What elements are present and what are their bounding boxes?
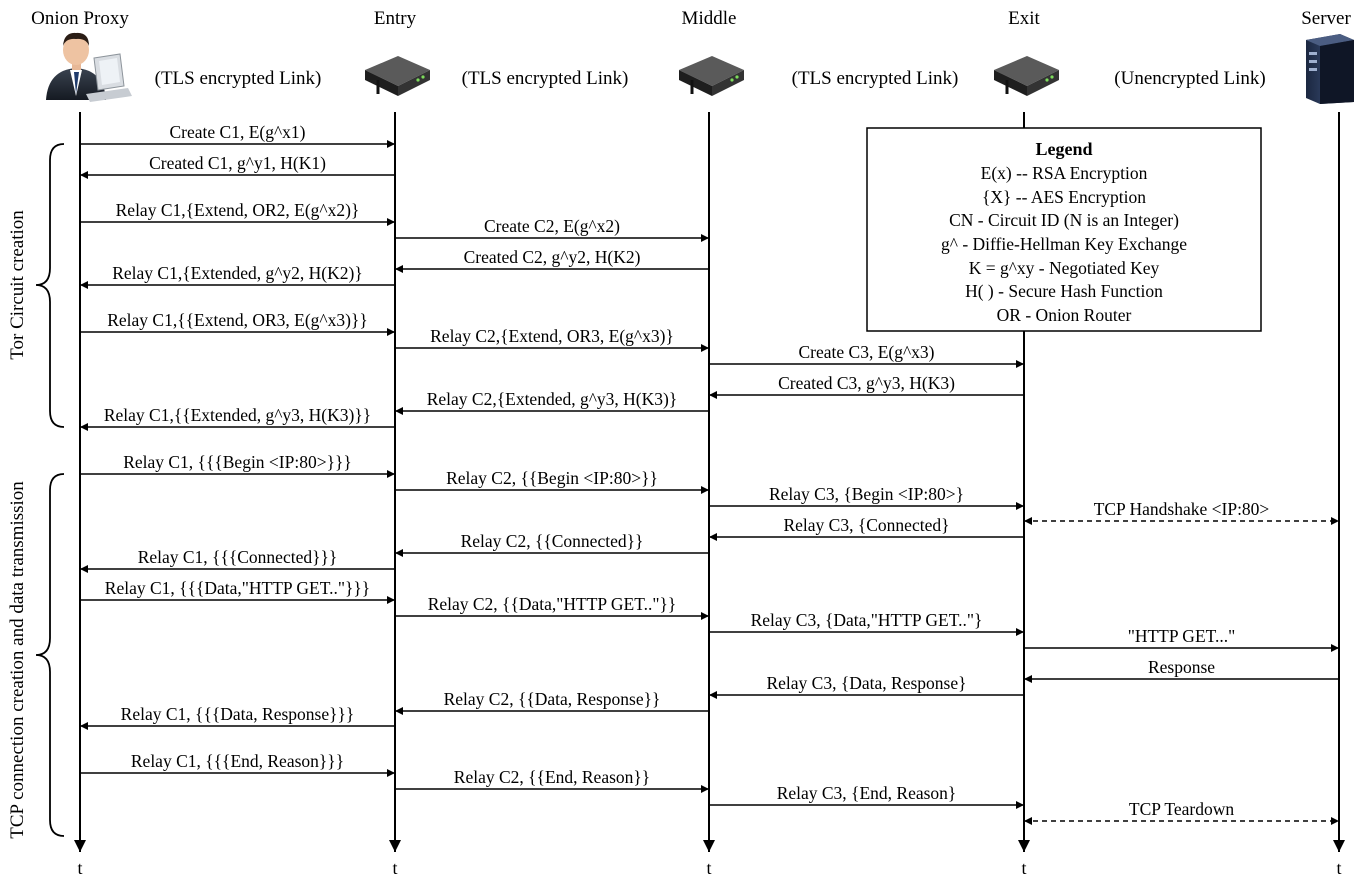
- router-icon: [365, 56, 430, 96]
- message-label: Relay C2, {{End, Reason}}: [454, 767, 650, 787]
- time-label-proxy: t: [77, 858, 82, 876]
- legend-item: CN - Circuit ID (N is an Integer): [949, 210, 1179, 230]
- participant-name-exit: Exit: [1008, 8, 1040, 29]
- message-label: Relay C3, {Data, Response}: [766, 673, 966, 693]
- message-label: Relay C3, {Begin <IP:80>}: [769, 484, 964, 504]
- time-label-exit: t: [1021, 858, 1026, 876]
- router-icon: [679, 56, 744, 96]
- legend-item: {X} -- AES Encryption: [982, 187, 1146, 207]
- message-label: Create C3, E(g^x3): [798, 342, 934, 362]
- message-label: Relay C3, {Connected}: [783, 515, 949, 535]
- message-label: Relay C1, {{{End, Reason}}}: [131, 751, 344, 771]
- message-label: Relay C2,{Extend, OR3, E(g^x3)}: [430, 326, 674, 346]
- message-label: Relay C1,{Extended, g^y2, H(K2)}: [112, 263, 363, 283]
- message-label: Relay C1, {{{Data, Response}}}: [121, 704, 355, 724]
- message-label: Relay C1,{{Extended, g^y3, H(K3)}}: [104, 405, 371, 425]
- participant-name-middle: Middle: [682, 8, 737, 29]
- message-label: Created C2, g^y2, H(K2): [464, 247, 641, 267]
- message-label: Relay C1, {{{Begin <IP:80>}}}: [123, 452, 352, 472]
- legend-title: Legend: [1035, 139, 1092, 159]
- message-label: Relay C1,{Extend, OR2, E(g^x2)}: [116, 200, 360, 220]
- message-label: Created C3, g^y3, H(K3): [778, 373, 955, 393]
- group-label-circuit: Tor Circuit creation: [7, 210, 28, 360]
- time-label-server: t: [1336, 858, 1341, 876]
- legend-item: g^ - Diffie-Hellman Key Exchange: [941, 234, 1187, 254]
- legend: Legend E(x) -- RSA Encryption {X} -- AES…: [866, 127, 1262, 332]
- link-label-entry-middle: (TLS encrypted Link): [462, 68, 629, 89]
- legend-item: H( ) - Secure Hash Function: [965, 281, 1163, 301]
- message-label: "HTTP GET...": [1128, 626, 1236, 646]
- legend-item: E(x) -- RSA Encryption: [981, 163, 1148, 183]
- group-brace-circuit: [35, 143, 65, 428]
- group-label-tcp: TCP connection creation and data transmi…: [7, 481, 28, 839]
- time-label-middle: t: [706, 858, 711, 876]
- legend-item: K = g^xy - Negotiated Key: [969, 258, 1160, 278]
- message-label: Create C1, E(g^x1): [169, 122, 305, 142]
- message-label: Relay C2,{Extended, g^y3, H(K3)}: [427, 389, 678, 409]
- link-label-proxy-entry: (TLS encrypted Link): [155, 68, 322, 89]
- message-label: Create C2, E(g^x2): [484, 216, 620, 236]
- link-label-exit-server: (Unencrypted Link): [1114, 68, 1265, 89]
- message-label: TCP Handshake <IP:80>: [1094, 499, 1270, 519]
- message-label: Relay C1,{{Extend, OR3, E(g^x3)}}: [107, 310, 368, 330]
- participant-name-proxy: Onion Proxy: [31, 8, 129, 29]
- time-label-entry: t: [392, 858, 397, 876]
- message-label: Relay C3, {End, Reason}: [777, 783, 957, 803]
- legend-item: OR - Onion Router: [997, 305, 1132, 325]
- message-label: Relay C2, {{Begin <IP:80>}}: [446, 468, 658, 488]
- link-label-middle-exit: (TLS encrypted Link): [792, 68, 959, 89]
- message-label: Created C1, g^y1, H(K1): [149, 153, 326, 173]
- legend-box: [866, 127, 1262, 332]
- message-label: Response: [1148, 657, 1215, 677]
- message-label: Relay C2, {{Connected}}: [461, 531, 644, 551]
- message-label: Relay C1, {{{Data,"HTTP GET.."}}}: [105, 578, 370, 598]
- user-laptop-icon: [46, 32, 132, 102]
- server-tower-icon: [1306, 34, 1354, 104]
- messages: Create C1, E(g^x1) Created C1, g^y1, H(K1…: [80, 122, 1339, 825]
- group-brace-tcp: [35, 473, 65, 837]
- message-label: Relay C1, {{{Connected}}}: [138, 547, 338, 567]
- router-icon: [994, 56, 1059, 96]
- message-label: TCP Teardown: [1129, 799, 1234, 819]
- participant-name-entry: Entry: [374, 8, 417, 29]
- message-label: Relay C3, {Data,"HTTP GET.."}: [751, 610, 983, 630]
- participant-name-server: Server: [1301, 8, 1351, 29]
- message-label: Relay C2, {{Data, Response}}: [444, 689, 661, 709]
- message-label: Relay C2, {{Data,"HTTP GET.."}}: [428, 594, 677, 614]
